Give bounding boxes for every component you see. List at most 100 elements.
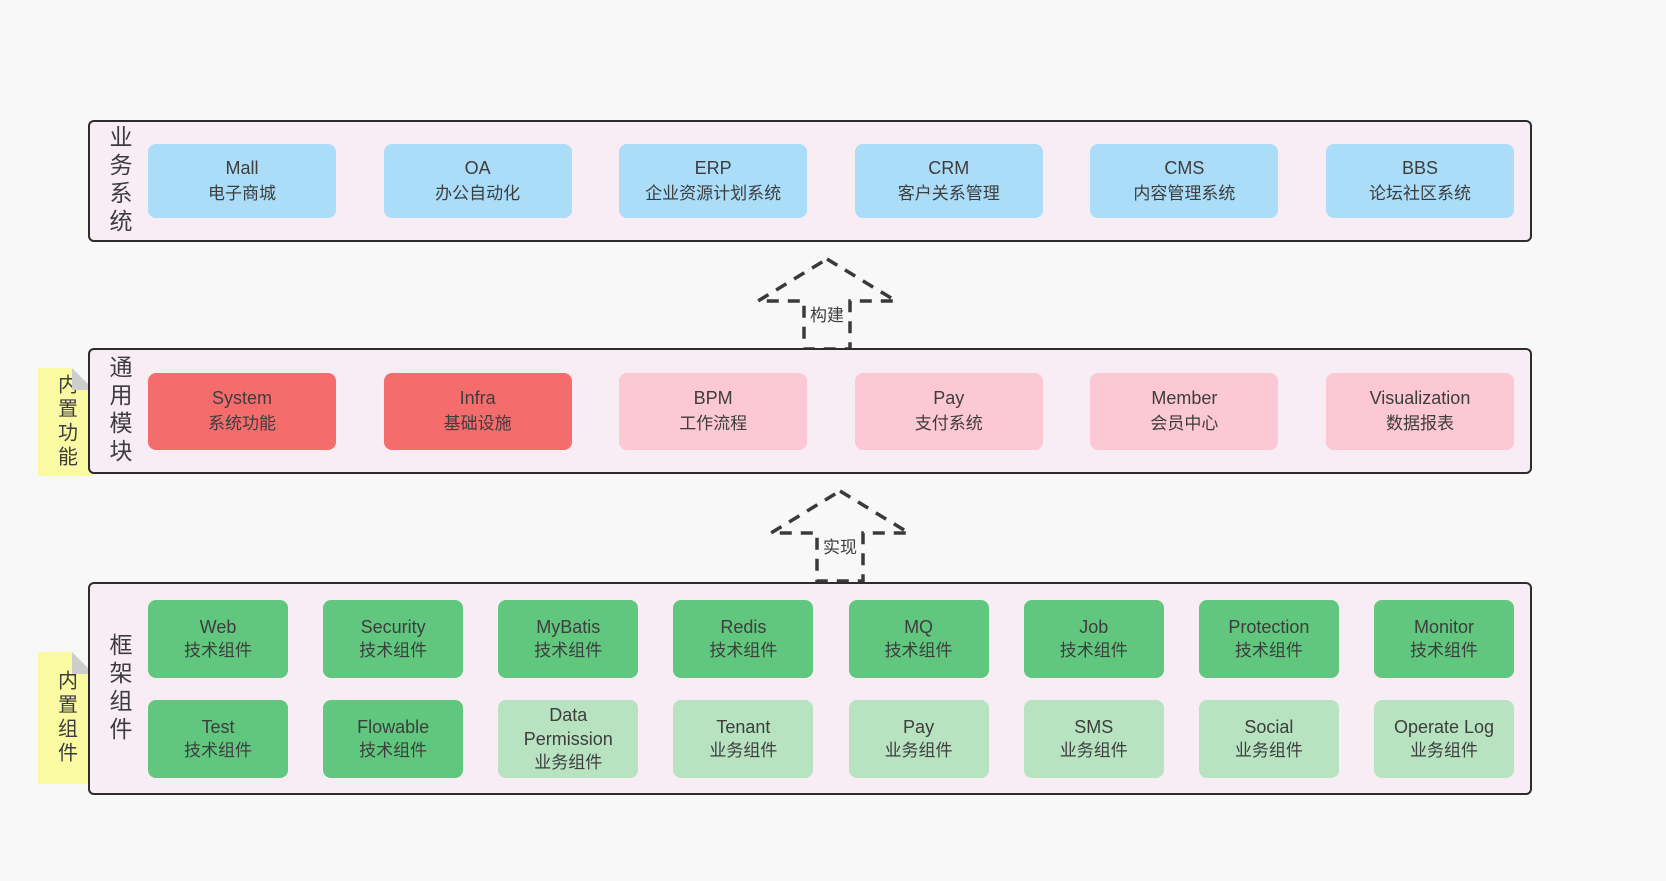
band-common-modules-content: System 系统功能 Infra 基础设施 BPM 工作流程 Pay 支付系统 Member 会… bbox=[148, 350, 1530, 472]
module-box-tenant: Tenant 业务组件 bbox=[673, 699, 814, 778]
module-box-infra: Infra 基础设施 bbox=[383, 372, 572, 450]
module-box-flowable: Flowable 技术组件 bbox=[323, 699, 464, 778]
sticky-note-builtin-components: 内置组件 bbox=[38, 652, 94, 784]
module-box-subtitle: 技术组件 bbox=[1234, 640, 1303, 660]
module-box-social: Social 业务组件 bbox=[1198, 699, 1339, 778]
band-business-systems: 业务系统 Mall 电子商城 OA 办公自动化 ERP 企业资源计划系统 CRM 客户关系管理… bbox=[88, 120, 1532, 242]
module-box-title: Protection bbox=[1228, 616, 1310, 637]
module-box-subtitle: 论坛社区系统 bbox=[1368, 184, 1471, 203]
module-box-subtitle: 系统功能 bbox=[208, 414, 276, 433]
module-box-subtitle: 会员中心 bbox=[1150, 414, 1219, 433]
module-box-title: Social bbox=[1244, 716, 1294, 737]
module-box-oa: OA 办公自动化 bbox=[383, 144, 572, 218]
module-box-subtitle: 技术组件 bbox=[709, 640, 778, 660]
module-box-cms: CMS 内容管理系统 bbox=[1090, 144, 1279, 218]
box-row: System 系统功能 Infra 基础设施 BPM 工作流程 Pay 支付系统 Member 会… bbox=[148, 372, 1514, 450]
module-box-title: Pay bbox=[933, 388, 965, 408]
module-box-subtitle: 技术组件 bbox=[359, 740, 428, 760]
module-box-title: SMS bbox=[1074, 716, 1114, 737]
module-box-sms: SMS 业务组件 bbox=[1023, 699, 1164, 778]
module-box-redis: Redis 技术组件 bbox=[673, 599, 814, 678]
arrow-build-label: 构建 bbox=[807, 300, 847, 327]
module-box-title: Test bbox=[201, 716, 235, 737]
module-box-pay: Pay 业务组件 bbox=[848, 699, 989, 778]
module-box-title: System bbox=[211, 388, 272, 408]
module-box-web: Web 技术组件 bbox=[148, 599, 288, 678]
module-box-erp: ERP 企业资源计划系统 bbox=[619, 144, 808, 218]
module-box-title: Web bbox=[199, 616, 237, 637]
module-box-mq: MQ 技术组件 bbox=[848, 599, 989, 678]
module-box-subtitle: 技术组件 bbox=[1059, 640, 1128, 660]
module-box-subtitle: 工作流程 bbox=[679, 414, 748, 433]
module-box-title: Member bbox=[1151, 388, 1218, 408]
module-box-operate-log: Operate Log 业务组件 bbox=[1373, 699, 1514, 778]
module-box-subtitle: 技术组件 bbox=[184, 740, 252, 760]
module-box-system: System 系统功能 bbox=[148, 372, 336, 450]
module-box-subtitle: 客户关系管理 bbox=[897, 184, 1000, 203]
module-box-subtitle: 业务组件 bbox=[534, 752, 603, 772]
module-box-title: MyBatis bbox=[536, 616, 601, 637]
module-box-subtitle: 技术组件 bbox=[359, 640, 428, 660]
module-box-title: Flowable bbox=[357, 716, 430, 737]
module-box-title: BBS bbox=[1401, 158, 1438, 178]
module-box-title: CRM bbox=[928, 158, 970, 178]
module-box-subtitle: 业务组件 bbox=[709, 740, 778, 760]
module-box-subtitle: 技术组件 bbox=[1409, 640, 1478, 660]
module-box-crm: CRM 客户关系管理 bbox=[854, 144, 1043, 218]
module-box-subtitle: 办公自动化 bbox=[435, 184, 521, 203]
module-box-member: Member 会员中心 bbox=[1090, 372, 1279, 450]
arrow-implement: 实现 bbox=[768, 488, 912, 584]
module-box-title: ERP bbox=[694, 158, 732, 178]
module-box-subtitle: 支付系统 bbox=[914, 414, 983, 433]
band-business-systems-content: Mall 电子商城 OA 办公自动化 ERP 企业资源计划系统 CRM 客户关系管理 CMS 内容… bbox=[148, 122, 1530, 240]
module-box-title: Mall bbox=[225, 158, 259, 178]
module-box-job: Job 技术组件 bbox=[1023, 599, 1164, 678]
module-box-subtitle: 技术组件 bbox=[534, 640, 603, 660]
module-box-subtitle: 内容管理系统 bbox=[1133, 184, 1236, 203]
module-box-subtitle: 电子商城 bbox=[208, 184, 276, 203]
module-box-subtitle: 企业资源计划系统 bbox=[645, 184, 782, 203]
band-framework-components-label: 框架组件 bbox=[106, 632, 132, 745]
module-box-subtitle: 业务组件 bbox=[1234, 740, 1303, 760]
module-box-title: CMS bbox=[1164, 158, 1205, 178]
module-box-subtitle: 技术组件 bbox=[884, 640, 953, 660]
module-box-subtitle: 业务组件 bbox=[1409, 740, 1478, 760]
sticky-note-builtin-features-label: 内置功能 bbox=[54, 374, 77, 470]
module-box-title: Operate Log bbox=[1393, 716, 1495, 737]
band-business-systems-label: 业务系统 bbox=[106, 125, 132, 237]
module-box-title: Infra bbox=[459, 388, 496, 408]
module-box-subtitle: 业务组件 bbox=[1059, 740, 1128, 760]
module-box-title: MQ bbox=[904, 616, 934, 637]
module-box-pay: Pay 支付系统 bbox=[854, 372, 1043, 450]
sticky-note-builtin-components-label: 内置组件 bbox=[54, 670, 77, 766]
module-box-title: Data Permission bbox=[523, 704, 613, 749]
up-block-arrow-icon bbox=[768, 488, 912, 583]
module-box-title: Visualization bbox=[1369, 388, 1471, 408]
module-box-title: Job bbox=[1079, 616, 1109, 637]
module-box-title: Pay bbox=[903, 716, 935, 737]
box-row: Mall 电子商城 OA 办公自动化 ERP 企业资源计划系统 CRM 客户关系管理 CMS 内容… bbox=[148, 144, 1514, 218]
module-box-title: Redis bbox=[720, 616, 767, 637]
module-box-data-permission: Data Permission 业务组件 bbox=[498, 699, 639, 778]
arrow-implement-label: 实现 bbox=[820, 532, 860, 559]
module-box-test: Test 技术组件 bbox=[148, 699, 288, 778]
module-box-title: BPM bbox=[693, 388, 733, 408]
module-box-security: Security 技术组件 bbox=[323, 599, 464, 678]
module-box-title: Tenant bbox=[716, 716, 771, 737]
module-box-title: OA bbox=[464, 158, 491, 178]
module-box-title: Security bbox=[360, 616, 426, 637]
module-box-bbs: BBS 论坛社区系统 bbox=[1325, 144, 1514, 218]
module-box-subtitle: 业务组件 bbox=[884, 740, 953, 760]
module-box-mall: Mall 电子商城 bbox=[148, 144, 336, 218]
module-box-bpm: BPM 工作流程 bbox=[619, 372, 808, 450]
module-box-subtitle: 基础设施 bbox=[443, 414, 512, 433]
module-box-subtitle: 技术组件 bbox=[184, 640, 252, 660]
